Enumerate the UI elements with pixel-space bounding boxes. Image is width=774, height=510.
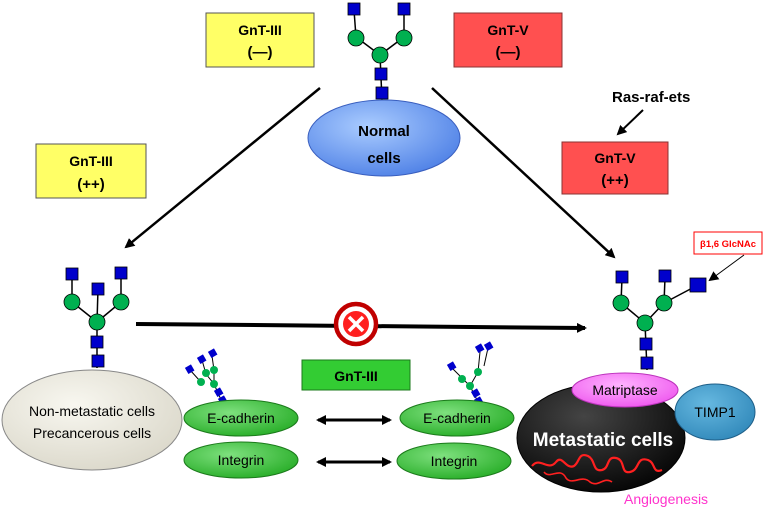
glcnac-square-icon — [347, 2, 361, 16]
ecadherin-left-label: E-cadherin — [207, 410, 275, 426]
gnt5-plus-box: GnT-V (++) — [561, 141, 669, 195]
glcnac-square-icon — [615, 270, 629, 284]
glcnac-square-icon — [374, 67, 388, 81]
angiogenesis-label: Angiogenesis — [624, 491, 708, 507]
metastatic-label: Metastatic cells — [533, 430, 673, 451]
ecadherin-right: E-cadherin — [399, 399, 515, 437]
gnt5-minus-box: GnT-V (—) — [453, 12, 563, 68]
gnt3-block-label: GnT-III — [334, 368, 378, 384]
glcnac-square-icon — [91, 354, 105, 368]
non-metastatic-cells: Non-metastatic cells Precancerous cells — [1, 369, 183, 471]
mannose-circle-icon — [88, 313, 106, 331]
arrow-to-metastatic — [431, 87, 616, 259]
gnt3-minus-label: GnT-III — [238, 22, 282, 38]
glcnac-square-icon — [397, 2, 411, 16]
circle-x-icon — [333, 301, 379, 347]
glcnac-square-icon — [640, 356, 654, 370]
beta16-glcnac-box: β1,6 GlcNAc — [693, 231, 763, 255]
normal-cells-label-1: Normal — [358, 123, 410, 140]
beta16-pointer-arrow — [708, 254, 745, 282]
gnt3-plus-sign: (++) — [77, 176, 105, 193]
glcnac-square-icon — [639, 337, 653, 351]
glcnac-square-icon — [90, 335, 104, 349]
gnt3-plus-label: GnT-III — [69, 153, 113, 169]
integrin-right: Integrin — [396, 442, 512, 480]
mannose-circle-icon — [395, 29, 413, 47]
mannose-circle-icon — [371, 46, 389, 64]
angiogenesis-vessel-icon — [531, 454, 663, 474]
glycan-branched — [612, 269, 707, 371]
mannose-circle-icon — [63, 293, 81, 311]
mannose-circle-icon — [347, 29, 365, 47]
gnt5-plus-label: GnT-V — [594, 150, 636, 166]
mannose-circle-icon — [112, 293, 130, 311]
matriptase: Matriptase — [571, 372, 679, 408]
mannose-circle-icon — [612, 294, 630, 312]
integrin-left: Integrin — [183, 441, 299, 479]
gnt3-minus-sign: (—) — [248, 44, 273, 61]
normal-cells-label-2: cells — [367, 150, 400, 167]
glycan-ecadherin-right — [446, 341, 494, 406]
gnt3-minus-box: GnT-III (—) — [205, 12, 315, 68]
gnt3-block-box: GnT-III — [301, 359, 411, 391]
timp1: TIMP1 — [674, 383, 756, 441]
integrin-right-label: Integrin — [431, 453, 478, 469]
beta16-glcnac-label: β1,6 GlcNAc — [700, 239, 756, 250]
gnt5-minus-label: GnT-V — [487, 22, 529, 38]
matriptase-label: Matriptase — [592, 382, 658, 398]
mannose-circle-icon — [636, 314, 654, 332]
precancerous-label: Precancerous cells — [33, 425, 151, 441]
ecadherin-right-label: E-cadherin — [423, 410, 491, 426]
ecadherin-left: E-cadherin — [183, 399, 299, 437]
non-metastatic-label: Non-metastatic cells — [29, 403, 155, 419]
integrin-left-label: Integrin — [218, 452, 265, 468]
bisecting-glcnac-icon — [91, 282, 105, 296]
beta16-glcnac-square-icon — [689, 277, 707, 293]
glycan-normal — [347, 2, 413, 101]
glycan-ecadherin-left — [184, 348, 228, 405]
timp1-label: TIMP1 — [694, 404, 735, 420]
glcnac-square-icon — [375, 86, 389, 100]
arrow-to-non-metastatic — [124, 87, 321, 249]
metastatic-cells: Metastatic cells — [516, 383, 686, 493]
mannose-circle-icon — [655, 294, 673, 312]
glcnac-square-icon — [114, 266, 128, 280]
ras-raf-ets-arrow — [616, 109, 644, 136]
gnt5-plus-sign: (++) — [601, 172, 629, 189]
normal-cells: Normal cells — [307, 99, 461, 177]
glycan-bisected — [63, 266, 130, 368]
glcnac-square-icon — [65, 267, 79, 281]
gnt5-minus-sign: (—) — [496, 44, 521, 61]
gnt3-plus-box: GnT-III (++) — [35, 143, 147, 199]
ras-raf-ets-label: Ras-raf-ets — [612, 89, 690, 106]
glcnac-square-icon — [658, 269, 672, 283]
